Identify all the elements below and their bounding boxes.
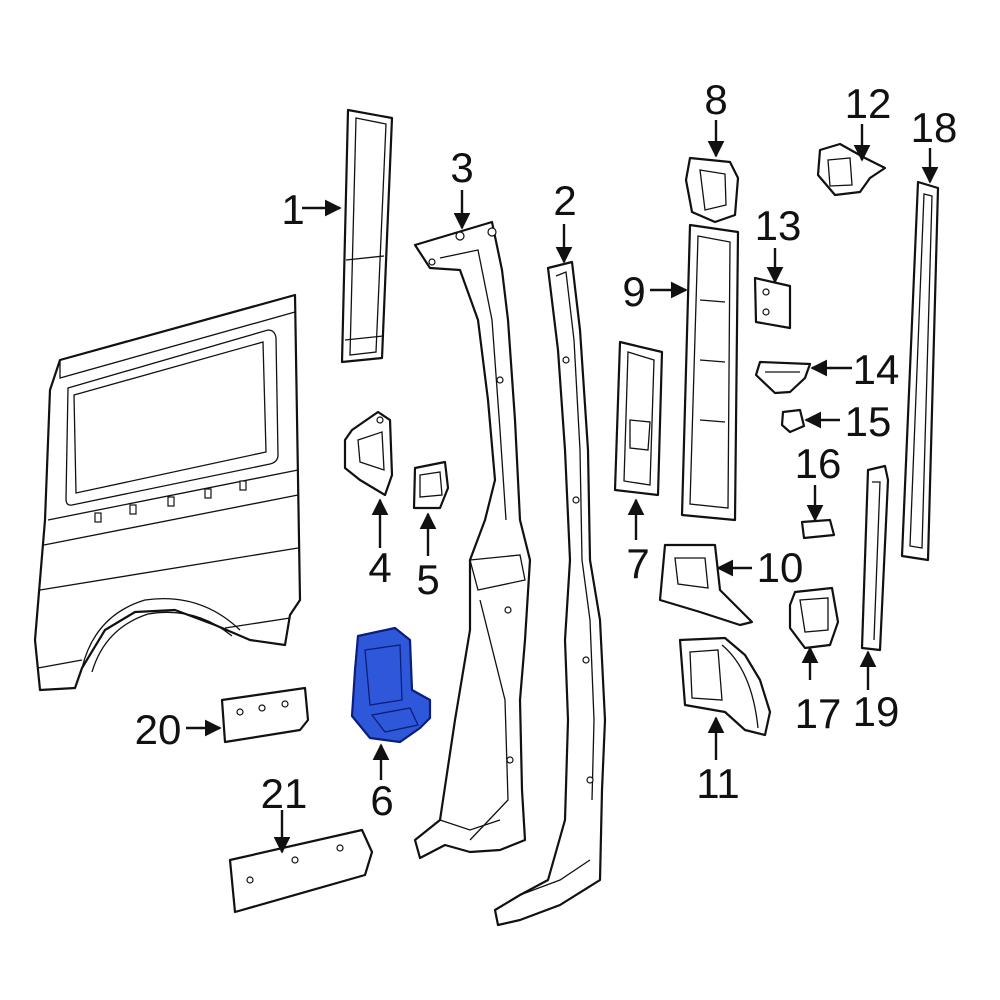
callout-15: 15 <box>845 398 892 445</box>
part-4-bracket <box>343 410 394 497</box>
callout-21: 21 <box>261 770 308 817</box>
part-13-plate <box>753 276 792 330</box>
part-19-rail <box>860 464 890 652</box>
callout-11: 11 <box>696 760 740 807</box>
callout-10: 10 <box>757 544 804 591</box>
callout-16: 16 <box>795 440 842 487</box>
callout-20: 20 <box>135 706 182 753</box>
callout-7: 7 <box>626 540 649 587</box>
callout-1: 1 <box>281 186 304 233</box>
callout-18: 18 <box>911 104 958 151</box>
part-12-bracket <box>816 142 887 197</box>
part-14-bracket <box>754 360 812 395</box>
part-16-clip <box>800 518 836 540</box>
callout-2: 2 <box>553 177 576 224</box>
callout-17: 17 <box>795 690 842 737</box>
callout-8: 8 <box>704 76 727 123</box>
part-15-clip <box>780 408 806 434</box>
callout-13: 13 <box>755 202 802 249</box>
callout-12: 12 <box>845 80 892 127</box>
part-21-rocker-plate <box>228 828 374 914</box>
callout-14: 14 <box>853 346 900 393</box>
part-2-pillar-outer <box>493 260 607 927</box>
callout-4: 4 <box>368 544 391 591</box>
part-9-pillar-panel <box>680 223 740 522</box>
part-3-b-pillar-reinforcement <box>413 220 532 860</box>
part-18-long-rail <box>900 180 940 562</box>
callout-labels: 1 2 3 4 5 6 7 8 9 10 11 12 13 14 15 16 1… <box>135 76 958 824</box>
part-1-upper-pillar-trim <box>340 108 394 364</box>
part-7-panel <box>613 340 664 497</box>
callout-19: 19 <box>853 688 900 735</box>
part-10-bracket <box>658 543 754 627</box>
leader-arrows <box>186 120 939 854</box>
part-20-plate <box>220 686 310 744</box>
callout-9: 9 <box>622 268 645 315</box>
part-11-wheelhouse-section <box>678 636 772 737</box>
callout-6: 6 <box>370 777 393 824</box>
part-17-bracket <box>788 586 840 650</box>
callout-5: 5 <box>416 556 439 603</box>
callout-3: 3 <box>450 144 473 191</box>
part-6-highlighted-reinforcement <box>350 626 432 744</box>
part-8-cap <box>684 156 740 224</box>
part-5-bracket <box>412 460 450 510</box>
side-body-panel <box>33 293 302 692</box>
